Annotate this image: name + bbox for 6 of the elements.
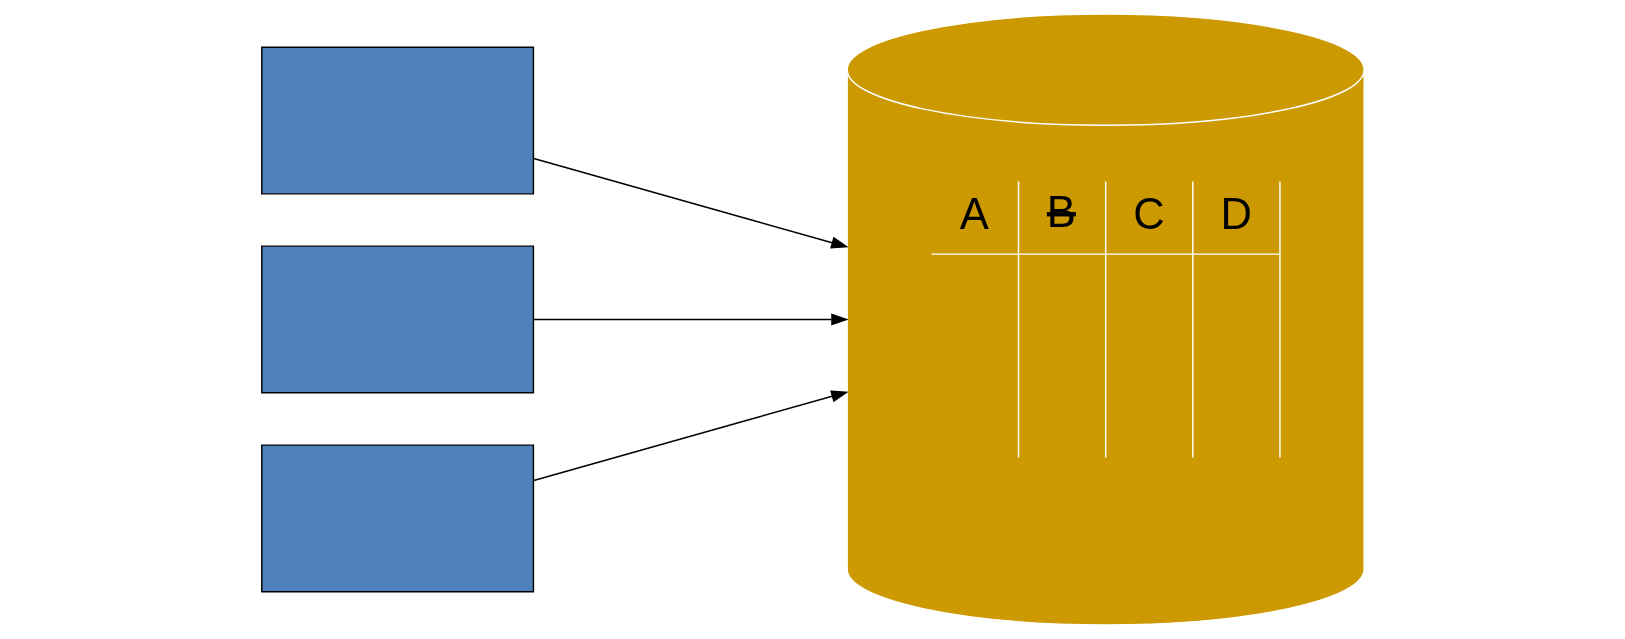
node-box xyxy=(260,245,534,394)
node-box xyxy=(260,444,534,593)
arrow xyxy=(532,390,849,482)
node-box xyxy=(260,46,534,195)
arrow xyxy=(532,157,849,249)
arrow xyxy=(532,313,849,326)
